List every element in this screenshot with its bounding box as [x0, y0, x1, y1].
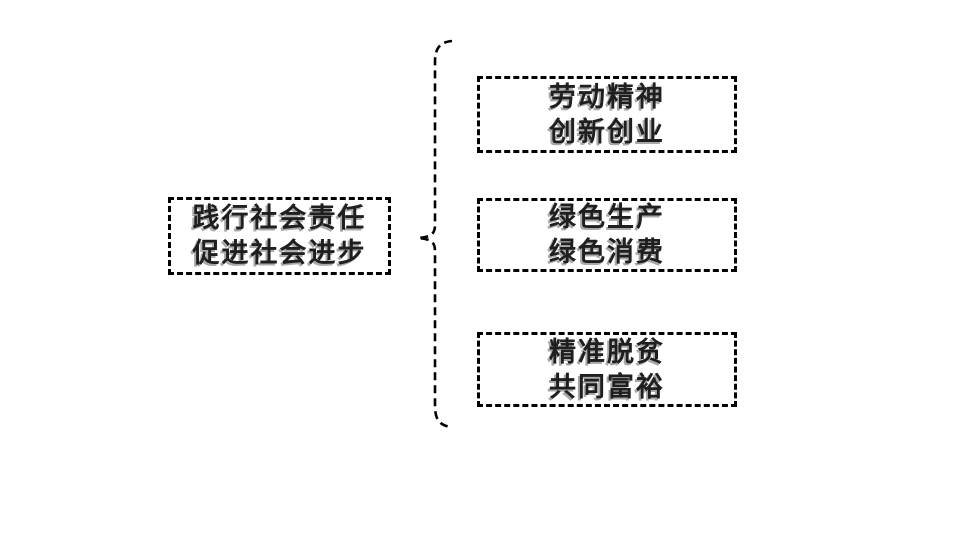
root-node-line-2: 促进社会进步: [192, 238, 367, 268]
branch-2-line-2: 绿色消费: [549, 237, 665, 267]
branch-node-box-poverty-prosperity: 精准脱贫 共同富裕: [477, 332, 737, 407]
branch-1-line-1: 劳动精神: [549, 81, 665, 112]
curly-brace-path: [417, 39, 453, 429]
root-node-line-1: 践行社会责任: [192, 203, 367, 233]
branch-3-line-1: 精准脱贫: [549, 336, 665, 367]
branch-node-box-labor-innovation: 劳动精神 创新创业: [477, 76, 737, 153]
branch-3-line-2: 共同富裕: [549, 371, 665, 402]
root-node-box: 践行社会责任 促进社会进步: [168, 197, 391, 275]
branch-node-box-green-production-consumption: 绿色生产 绿色消费: [477, 198, 737, 272]
branch-2-line-1: 绿色生产: [549, 202, 665, 232]
branch-1-line-2: 创新创业: [549, 116, 665, 147]
